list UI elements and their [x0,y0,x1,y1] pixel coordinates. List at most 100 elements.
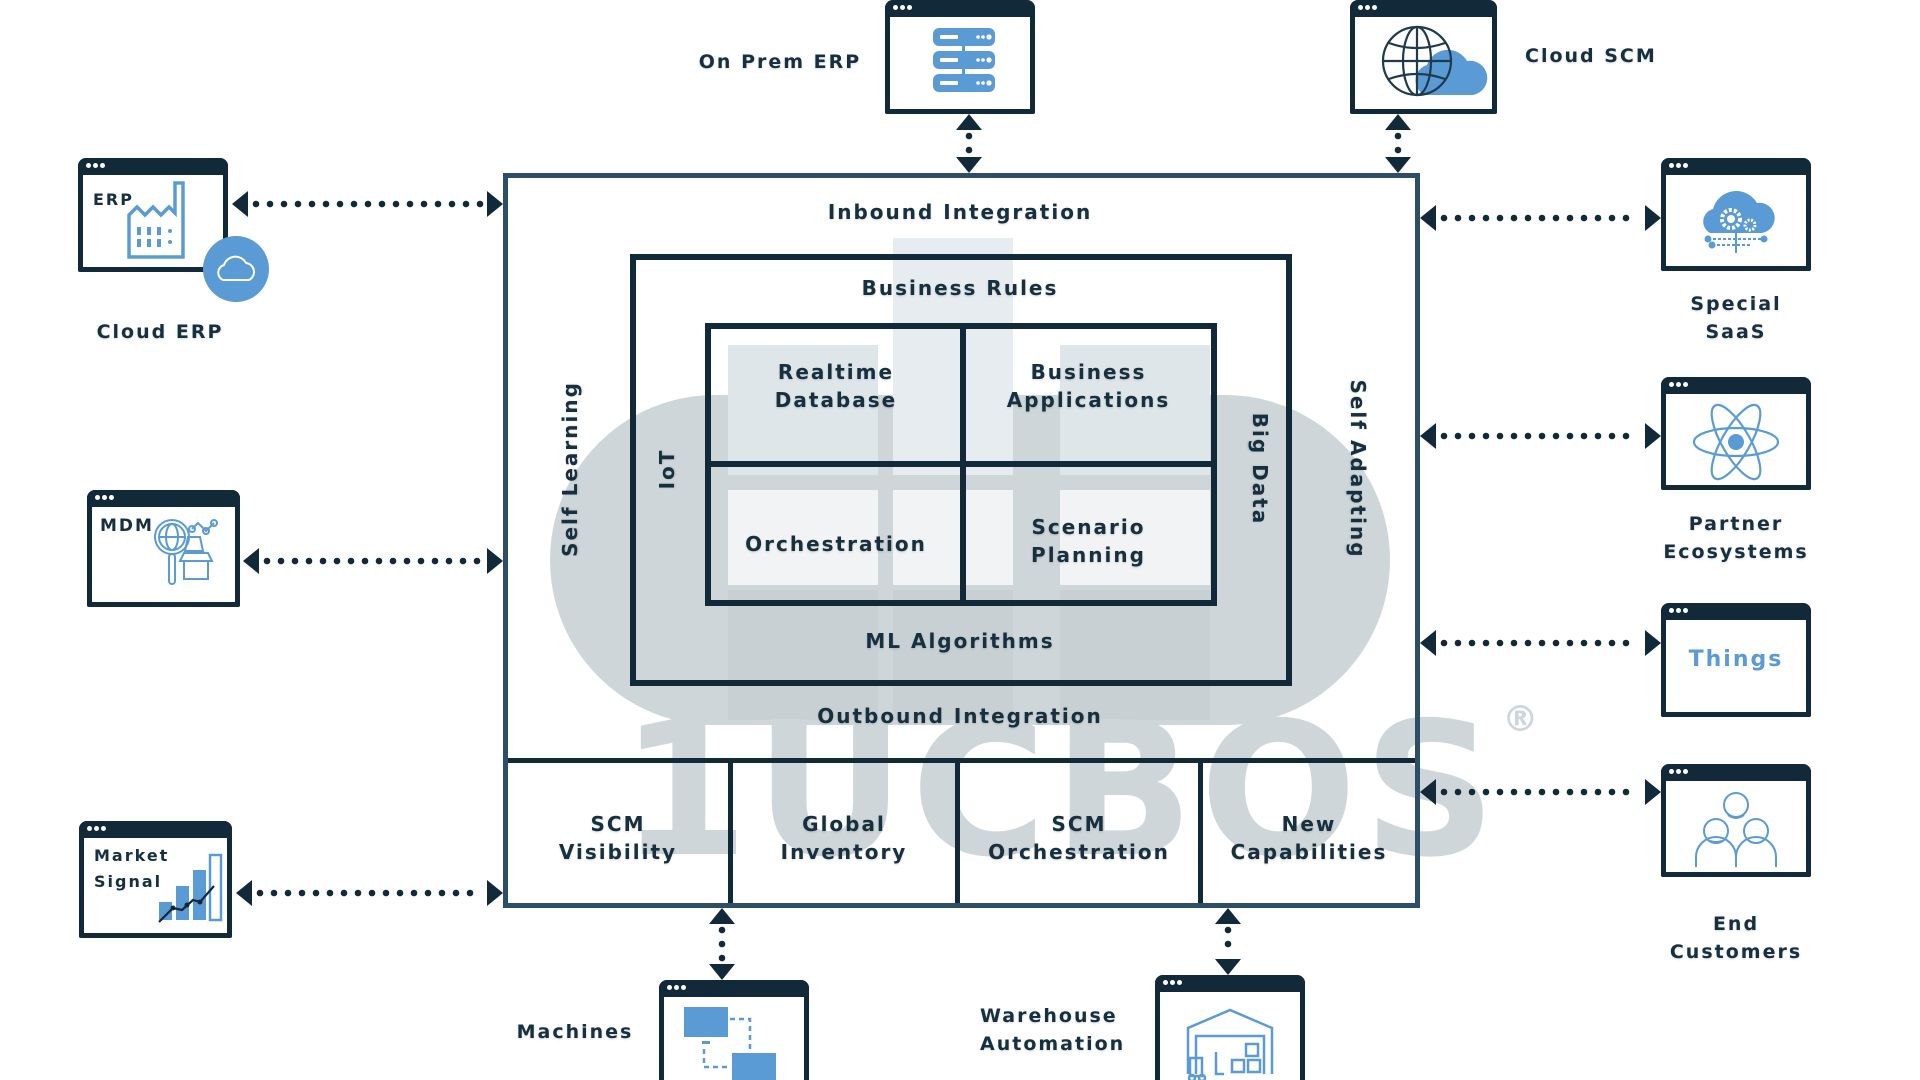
connector-dot [1468,432,1476,440]
connector-dot [392,200,400,208]
atom-icon [1666,394,1806,485]
cloud-erp-connector-arrow-left [232,191,248,217]
connector-dot [1552,214,1560,222]
warehouse-automation-window[interactable] [1155,975,1305,1080]
connector-dot [448,200,456,208]
cloud-erp-window[interactable]: ERP [78,158,228,272]
module-divider [955,762,960,903]
connector-dot [1440,432,1448,440]
market-signal-connector-arrow-right [487,880,503,906]
connector-dot [389,557,397,565]
globe-cloud-icon [1355,17,1492,109]
connector-dot [347,557,355,565]
partner-ecosystems-window[interactable] [1661,377,1811,490]
machines-window[interactable] [659,980,809,1080]
end-customers-window[interactable] [1661,764,1811,877]
connector-dot [473,557,481,565]
connector-dot [1622,639,1630,647]
core-engine-box [630,254,1292,686]
machines-connector-arrow-up [709,908,735,924]
connector-dot [375,557,383,565]
connector-dot [319,557,327,565]
factory-icon [83,175,223,267]
connector-dot [1454,214,1462,222]
connector-dot [1224,926,1232,934]
things-window[interactable]: Things [1661,603,1811,717]
connector-dot [1608,788,1616,796]
connector-dot [403,557,411,565]
connector-dot [1552,639,1560,647]
machines-connector-arrow-down [709,964,735,980]
on-prem-erp-label: On Prem ERP [698,51,862,73]
on-prem-erp-window[interactable] [885,0,1035,114]
cloud-scm-window[interactable] [1350,0,1497,114]
connector-dot [1440,214,1448,222]
connector-dot [406,200,414,208]
connector-dot [294,200,302,208]
connector-dot [1510,639,1518,647]
connector-dot [420,200,428,208]
connector-dot [718,940,726,948]
on-prem-erp-connector-arrow-down [956,157,982,173]
connector-dot [1468,214,1476,222]
connector-dot [1510,214,1518,222]
connector-dot [368,889,376,897]
connector-dot [1580,639,1588,647]
connector-dot [308,200,316,208]
cloud-erp-connector-arrow-right [487,191,503,217]
connector-dot [364,200,372,208]
grid-cell-orchestration: Orchestration [745,532,927,556]
special-saas-window[interactable] [1661,158,1811,271]
connector-dot [340,889,348,897]
cloud-badge [203,236,269,302]
connector-dot [1482,214,1490,222]
connector-dot [1580,214,1588,222]
connector-dot [1224,940,1232,948]
connector-dot [1482,788,1490,796]
connector-dot [305,557,313,565]
mdm-window[interactable]: MDM [87,490,240,607]
connector-dot [718,926,726,934]
module-divider [728,762,733,903]
bar-chart-trend-icon [84,838,227,933]
connector-dot [1538,432,1546,440]
erp-text: ERP [93,190,134,209]
connector-dot [1608,639,1616,647]
connector-dot [350,200,358,208]
connector-dot [1552,432,1560,440]
connector-dot [326,889,334,897]
connector-dot [1394,146,1402,154]
connector-dot [378,200,386,208]
on-prem-erp-connector-arrow-up [956,114,982,130]
connector-dot [445,557,453,565]
connector-dot [1594,214,1602,222]
partner-connector-arrow-right [1645,423,1661,449]
connector-dot [280,200,288,208]
connector-dot [438,889,446,897]
connector-dot [291,557,299,565]
connector-dot [354,889,362,897]
connector-dot [1566,432,1574,440]
connector-dot [1594,432,1602,440]
connector-dot [298,889,306,897]
connector-dot [1496,214,1504,222]
connector-dot [476,200,484,208]
connector-dot [1482,639,1490,647]
connector-dot [1496,788,1504,796]
connector-dot [1454,639,1462,647]
things-connector-arrow-left [1420,630,1436,656]
connector-dot [1608,214,1616,222]
inbound-integration-label: Inbound Integration [827,200,1093,224]
connector-dot [1510,788,1518,796]
connector-dot [1622,432,1630,440]
things-connector-arrow-right [1645,630,1661,656]
connector-dot [1580,788,1588,796]
connector-dot [466,889,474,897]
